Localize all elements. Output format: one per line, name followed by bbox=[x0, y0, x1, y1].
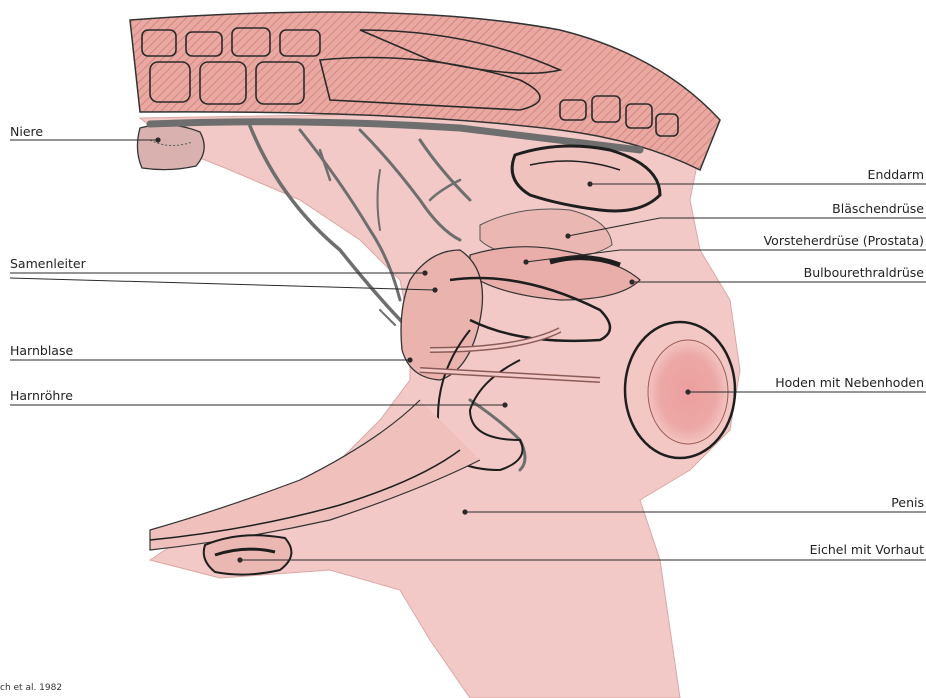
label-blaeschendruese: Bläschendrüse bbox=[832, 201, 924, 216]
label-prostata: Vorsteherdrüse (Prostata) bbox=[764, 233, 924, 248]
label-penis: Penis bbox=[891, 495, 924, 510]
source-credit: ch et al. 1982 bbox=[0, 683, 62, 693]
glans-prepuce bbox=[204, 535, 292, 574]
label-samenleiter: Samenleiter bbox=[10, 256, 87, 271]
label-enddarm: Enddarm bbox=[868, 167, 924, 182]
label-harnroehre: Harnröhre bbox=[10, 388, 73, 403]
label-harnblase: Harnblase bbox=[10, 343, 73, 358]
label-hoden: Hoden mit Nebenhoden bbox=[775, 375, 924, 390]
label-eichel: Eichel mit Vorhaut bbox=[810, 542, 924, 557]
label-bulbourethraldruese: Bulbourethraldrüse bbox=[804, 265, 925, 280]
testis bbox=[625, 322, 735, 458]
kidney bbox=[137, 125, 204, 170]
label-niere: Niere bbox=[10, 124, 43, 139]
